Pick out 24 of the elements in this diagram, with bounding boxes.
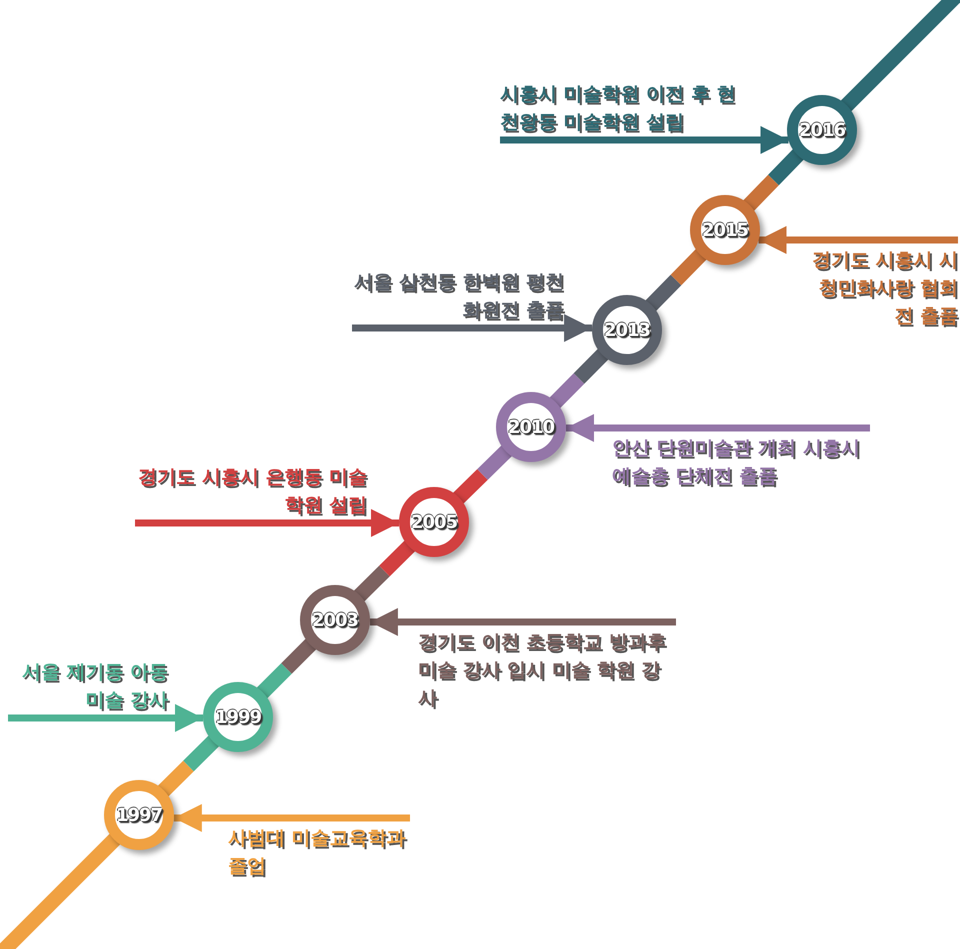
event-text: 서울 삼천동 한벽원 평천 화원전 출품 <box>352 268 564 324</box>
arrow <box>135 509 400 537</box>
event-text: 시흥시 미술학원 이전 후 현 천왕동 미술학원 설립 <box>500 80 740 136</box>
event-text: 안산 단원미술관 개최 시흥시 예술총 단체전 출품 <box>612 434 870 490</box>
arrow <box>370 608 676 636</box>
arrow <box>500 126 788 154</box>
year-circle: 2005 <box>399 487 469 557</box>
event-text: 경기도 시흥시 은행동 미술학원 설립 <box>135 463 367 519</box>
year-circle: 1999 <box>203 682 273 752</box>
arrow <box>758 226 958 254</box>
year-circle: 2015 <box>690 195 760 265</box>
event-text: 서울 제기동 아동미술 강사 <box>8 658 168 714</box>
year-circle: 2013 <box>592 295 662 365</box>
year-circle: 1997 <box>104 780 174 850</box>
year-circle: 2003 <box>300 585 370 655</box>
arrow <box>352 314 592 342</box>
arrow <box>566 414 870 442</box>
arrow <box>8 704 204 732</box>
event-text: 경기도 시흥시 시청민화사랑 협회전 출품 <box>800 246 958 330</box>
year-circle: 2010 <box>496 392 566 462</box>
year-circle: 2016 <box>787 95 857 165</box>
event-text: 경기도 이천 초등학교 방과후 미술 강사 입시 미술 학원 강사 <box>418 628 676 712</box>
arrow <box>174 804 410 832</box>
event-text: 사범대 미술교육학과 졸업 <box>228 824 410 880</box>
